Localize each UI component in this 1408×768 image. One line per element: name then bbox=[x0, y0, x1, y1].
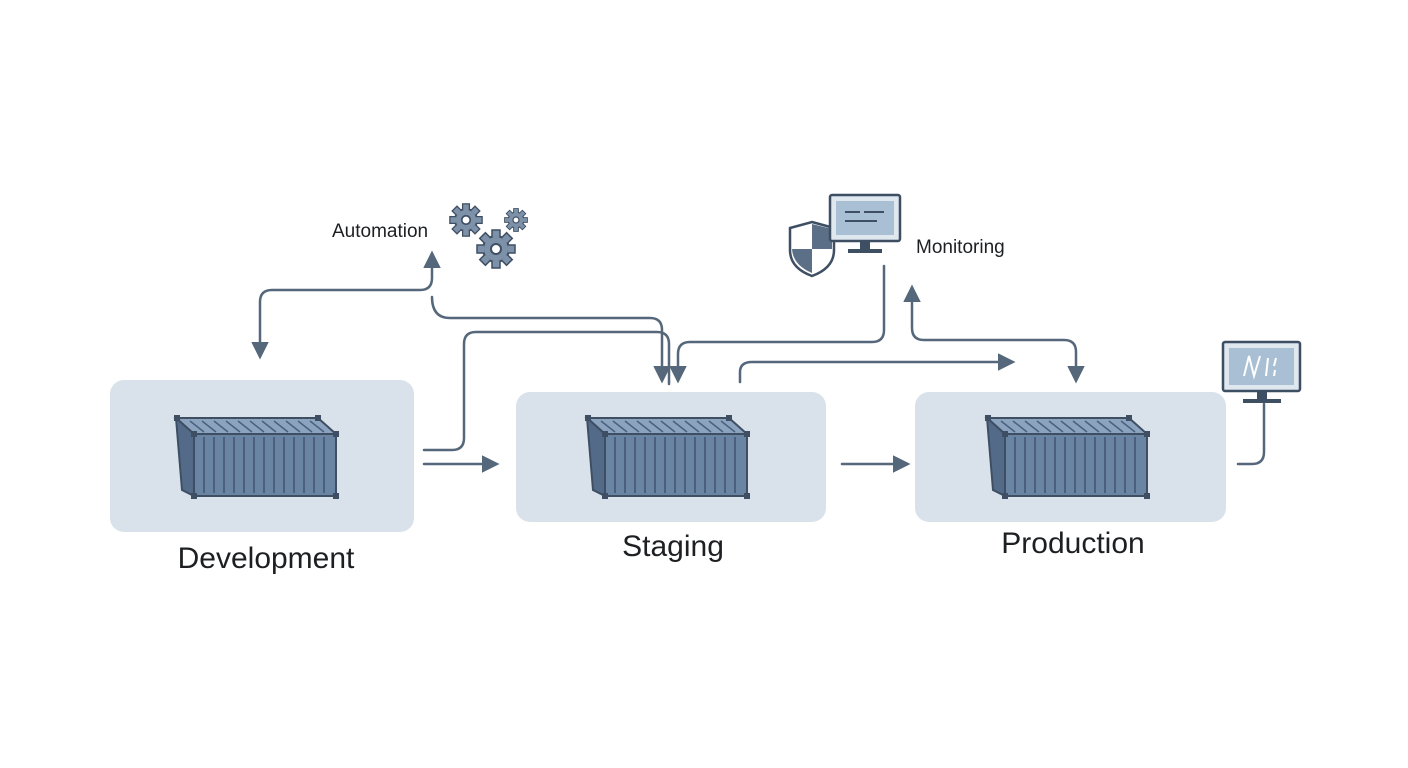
automation-to-development-arrow bbox=[251, 250, 441, 360]
automation-label: Automation bbox=[332, 221, 429, 242]
staging-to-production-top-arrow bbox=[738, 353, 1016, 384]
development-container-icon bbox=[173, 414, 340, 500]
staging-label: Staging bbox=[622, 530, 724, 563]
connector-arrows bbox=[251, 250, 1266, 473]
staging-container-icon bbox=[584, 414, 751, 500]
monitoring-label: Monitoring bbox=[916, 237, 1005, 258]
production-container-icon bbox=[984, 414, 1151, 500]
development-label: Development bbox=[177, 542, 355, 575]
monitoring-to-staging-arrow bbox=[669, 264, 886, 384]
production-to-endpoint-connector bbox=[1236, 402, 1266, 466]
production-label: Production bbox=[1001, 527, 1145, 560]
development-to-staging-top-arrow bbox=[422, 330, 671, 452]
automation-gears-icon bbox=[449, 203, 529, 269]
automation-to-staging-arrow bbox=[430, 295, 671, 384]
endpoint-monitor-icon bbox=[1221, 340, 1302, 403]
monitoring-monitor-icon bbox=[828, 193, 902, 253]
production-monitoring-arrow bbox=[903, 284, 1085, 384]
shield-icon bbox=[788, 220, 836, 278]
